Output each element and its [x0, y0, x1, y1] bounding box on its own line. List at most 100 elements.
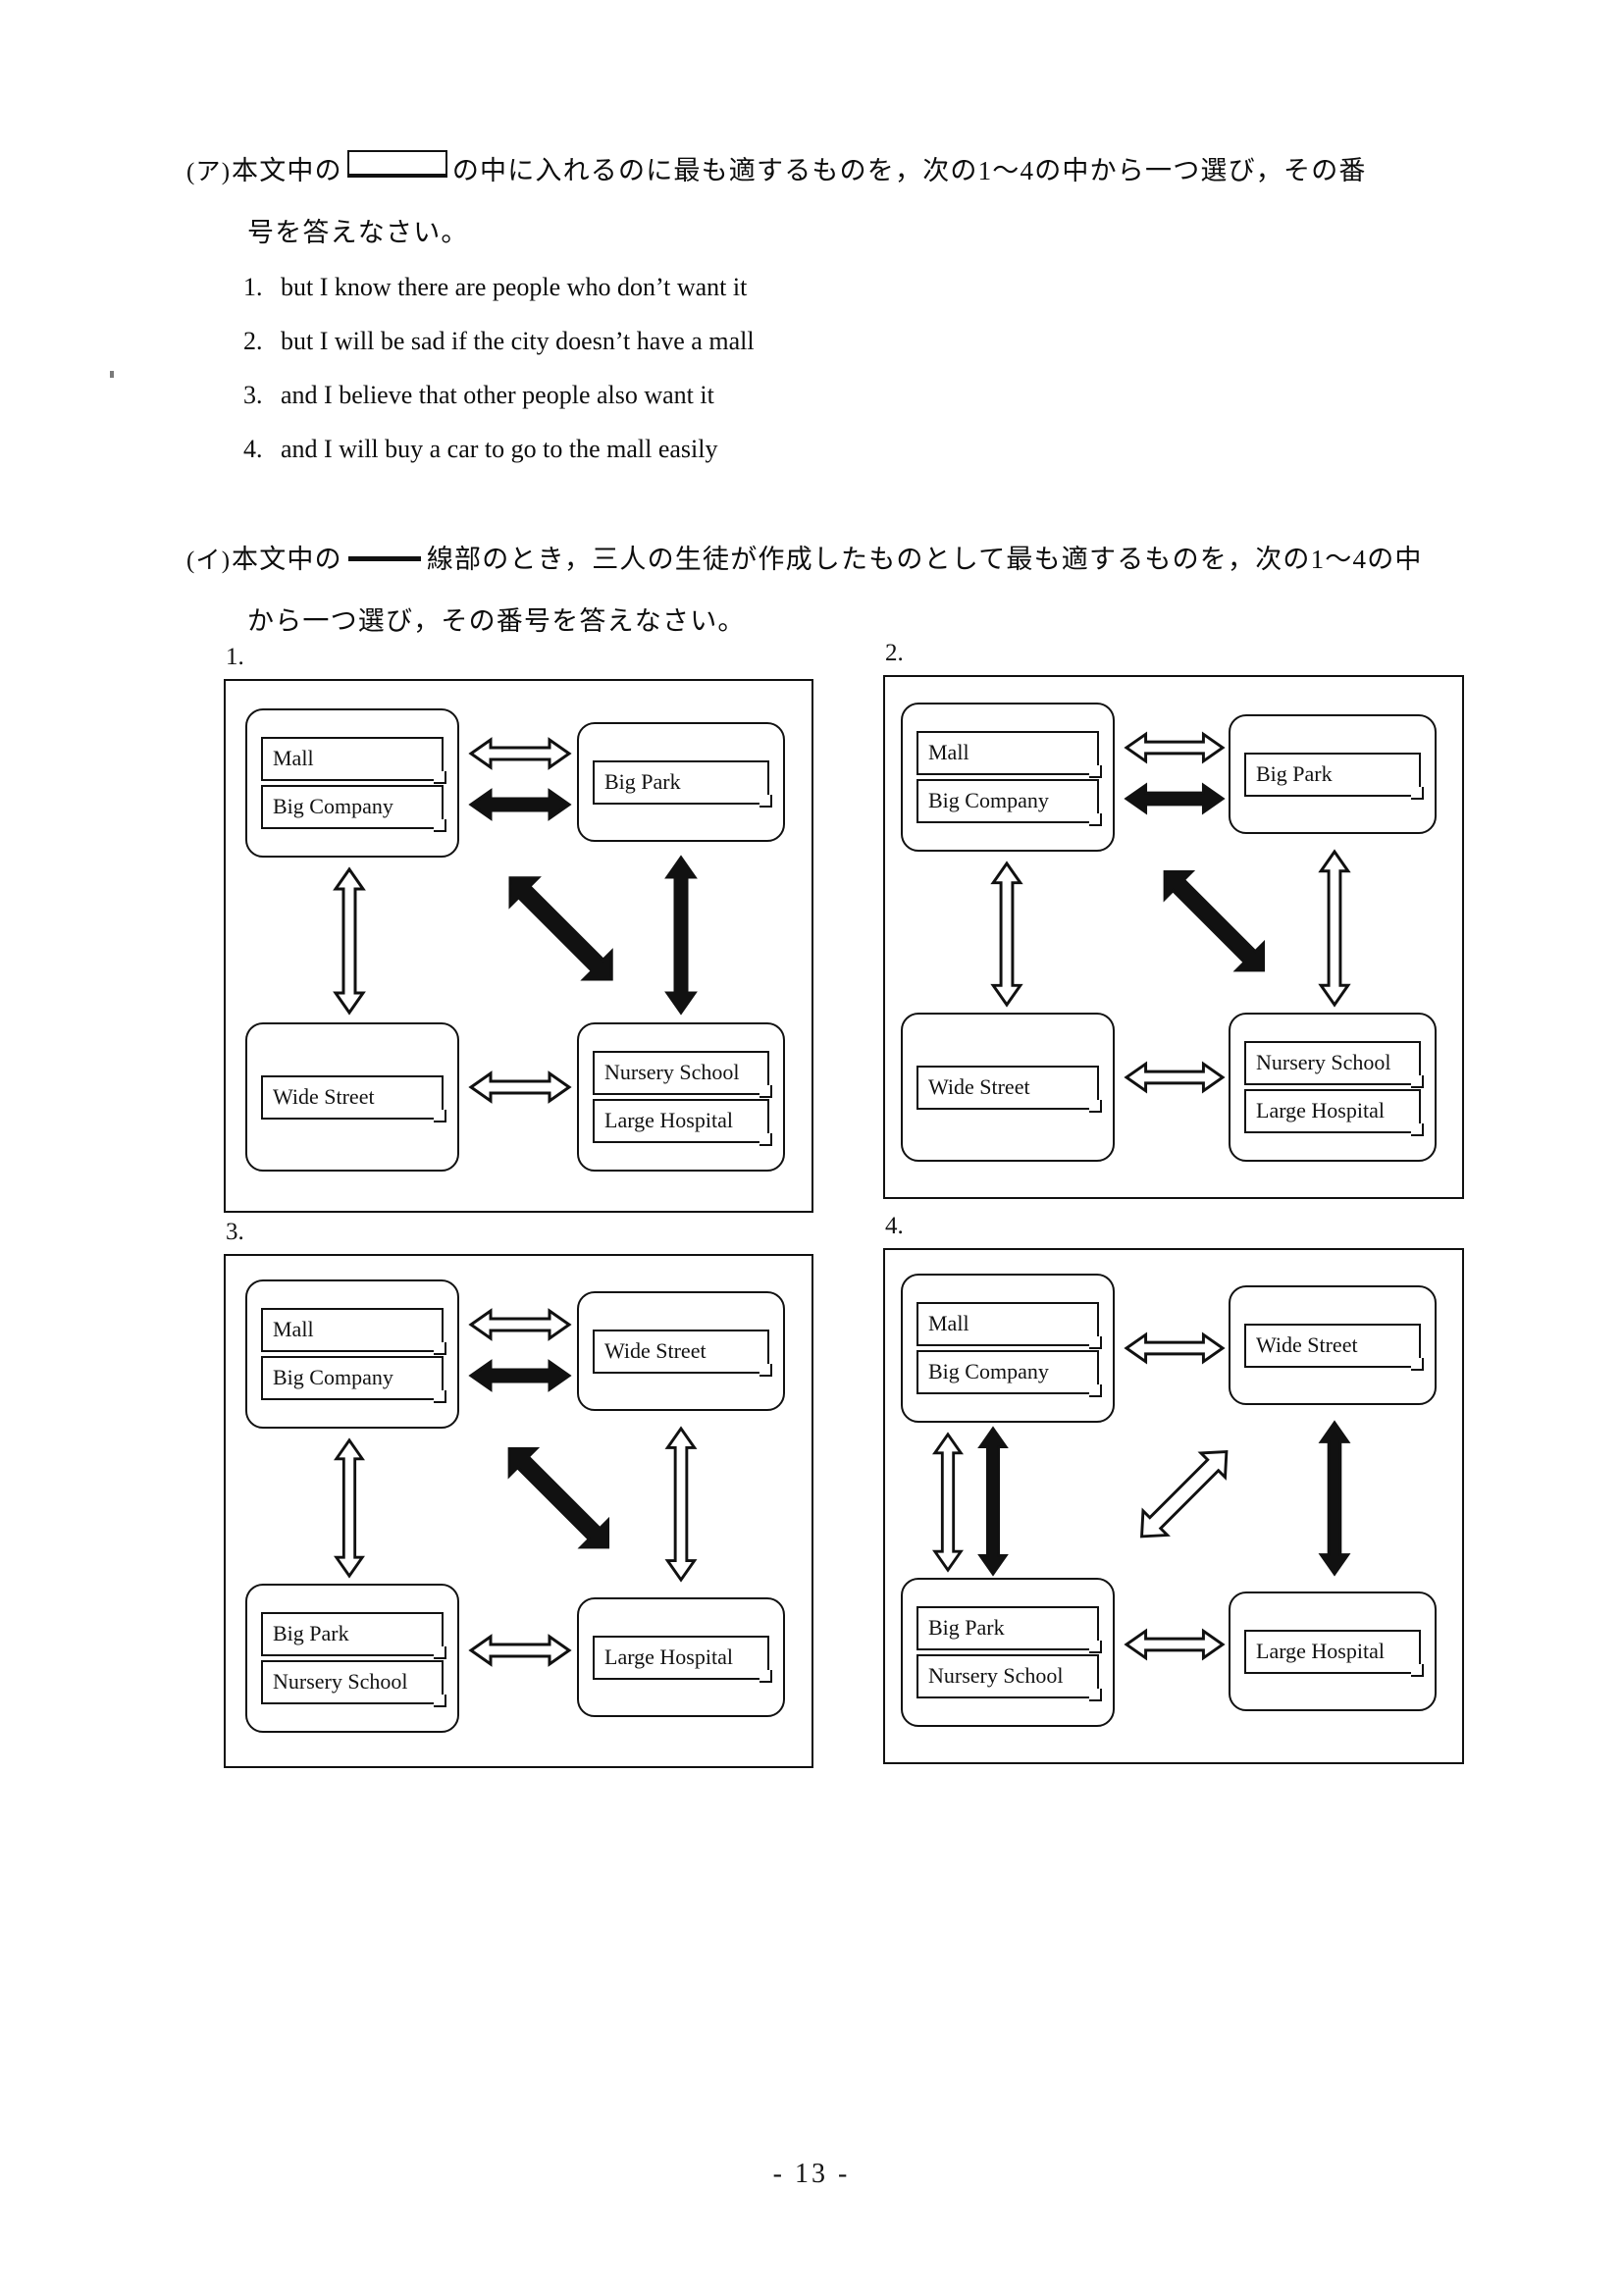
arrow-solid-vertical	[977, 1426, 1009, 1577]
arrow-hollow-horizontal	[1124, 1061, 1226, 1094]
node-bottom-right: Nursery School Large Hospital	[577, 1022, 785, 1172]
node-chip: Big Park	[916, 1606, 1099, 1650]
answer-blank-box	[346, 150, 447, 178]
question-b-line2: から一つ選び，その番号を答えなさい。	[247, 606, 746, 636]
diagram-label: 3.	[226, 1219, 244, 1245]
underline-mark-icon	[347, 556, 421, 561]
arrow-solid-diagonal	[477, 1436, 620, 1580]
question-a: (ア)本文中の の中に入れるのに最も適するものを，次の1～4の中から一つ選び，その…	[186, 149, 1367, 249]
node-bottom-right: Large Hospital	[577, 1597, 785, 1717]
node-chip: Large Hospital	[1244, 1089, 1421, 1133]
diagram-option-2[interactable]: 2. Mall Big Company Big Park Wide Street…	[883, 640, 1464, 1199]
node-top-right: Wide Street	[577, 1291, 785, 1411]
option-number: 1.	[243, 273, 263, 301]
arrow-solid-horizontal	[468, 1359, 572, 1392]
node-top-right: Wide Street	[1229, 1285, 1437, 1405]
arrow-hollow-horizontal	[1124, 731, 1226, 764]
node-top-right: Big Park	[1229, 714, 1437, 834]
arrow-hollow-vertical	[932, 1432, 964, 1573]
node-chip: Big Company	[261, 785, 444, 829]
arrow-hollow-vertical	[664, 1426, 698, 1583]
option-number: 3.	[243, 381, 263, 409]
arrow-hollow-vertical	[333, 866, 366, 1016]
arrow-solid-diagonal	[477, 865, 624, 1013]
node-chip: Large Hospital	[593, 1099, 769, 1143]
diagram-label: 2.	[885, 640, 904, 666]
node-chip: Large Hospital	[1244, 1629, 1421, 1674]
node-chip: Big Company	[916, 1350, 1099, 1394]
node-chip: Big Park	[1244, 752, 1421, 797]
arrow-hollow-horizontal	[1124, 1331, 1226, 1365]
node-chip: Mall	[916, 1302, 1099, 1346]
node-bottom-right: Large Hospital	[1229, 1592, 1437, 1711]
arrow-hollow-horizontal	[1124, 1628, 1226, 1661]
question-b-line1-after: 線部のとき，三人の生徒が作成したものとして最も適するものを，次の1～4の中	[426, 545, 1423, 574]
arrow-hollow-horizontal	[468, 1070, 572, 1104]
node-chip: Nursery School	[593, 1051, 769, 1095]
question-b: (イ)本文中の 線部のとき，三人の生徒が作成したものとして最も適するものを，次の1…	[186, 538, 1423, 638]
arrow-hollow-horizontal	[468, 1308, 572, 1341]
arrow-solid-vertical	[664, 855, 698, 1016]
option-text: but I will be sad if the city doesn’t ha…	[281, 327, 755, 355]
arrow-hollow-vertical	[1318, 849, 1351, 1008]
diagram-option-1[interactable]: 1. Mall Big Company Big Park Wide Street…	[224, 644, 813, 1213]
diagram-label: 1.	[226, 644, 244, 670]
arrow-hollow-vertical	[990, 861, 1023, 1008]
question-a-line2: 号を答えなさい。	[247, 218, 469, 247]
node-top-right: Big Park	[577, 722, 785, 842]
arrow-solid-horizontal	[468, 788, 572, 821]
node-chip: Big Company	[916, 779, 1099, 823]
node-chip: Large Hospital	[593, 1635, 769, 1680]
node-chip: Mall	[916, 731, 1099, 775]
question-a-line1-before: 本文中の	[232, 156, 342, 185]
option-text: but I know there are people who don’t wa…	[281, 273, 748, 301]
node-top-left: Mall Big Company	[245, 1279, 459, 1429]
page-number: - 13 -	[772, 2159, 851, 2189]
option-item[interactable]: 1. but I know there are people who don’t …	[243, 260, 755, 314]
node-chip: Big Company	[261, 1356, 444, 1400]
node-bottom-left: Big Park Nursery School	[901, 1578, 1115, 1727]
option-text: and I believe that other people also wan…	[281, 381, 714, 409]
question-a-line1: (ア)本文中の の中に入れるのに最も適するものを，次の1～4の中から一つ選び，その…	[186, 149, 1367, 187]
node-bottom-left: Big Park Nursery School	[245, 1584, 459, 1733]
node-chip: Mall	[261, 737, 444, 781]
node-chip: Big Park	[261, 1612, 444, 1656]
question-b-marker: (イ)	[186, 548, 232, 574]
node-chip: Nursery School	[916, 1654, 1099, 1698]
node-chip: Wide Street	[916, 1065, 1099, 1110]
option-number: 2.	[243, 327, 263, 355]
node-top-left: Mall Big Company	[901, 1274, 1115, 1423]
question-a-options: 1. but I know there are people who don’t …	[243, 260, 755, 476]
arrow-hollow-vertical	[334, 1437, 365, 1579]
question-b-line1: (イ)本文中の 線部のとき，三人の生徒が作成したものとして最も適するものを，次の1…	[186, 538, 1423, 576]
option-number: 4.	[243, 435, 263, 463]
arrow-solid-horizontal	[1124, 782, 1226, 815]
option-item[interactable]: 2. but I will be sad if the city doesn’t …	[243, 314, 755, 368]
diagram-label: 4.	[885, 1213, 904, 1239]
node-top-left: Mall Big Company	[901, 703, 1115, 852]
node-bottom-left: Wide Street	[245, 1022, 459, 1172]
node-bottom-right: Nursery School Large Hospital	[1229, 1013, 1437, 1162]
node-chip: Nursery School	[261, 1660, 444, 1704]
node-top-left: Mall Big Company	[245, 708, 459, 858]
option-item[interactable]: 4. and I will buy a car to go to the mall…	[243, 422, 755, 476]
node-chip: Wide Street	[593, 1329, 769, 1374]
scan-speck	[110, 371, 114, 378]
arrow-hollow-horizontal	[468, 737, 572, 770]
arrow-hollow-horizontal	[468, 1634, 572, 1667]
arrow-solid-vertical	[1318, 1420, 1351, 1577]
arrow-solid-diagonal	[1132, 860, 1276, 1003]
node-chip: Nursery School	[1244, 1041, 1421, 1085]
question-a-line1-after: の中に入れるのに最も適するものを，次の1～4の中から一つ選び，その番	[451, 156, 1367, 185]
node-chip: Mall	[261, 1308, 444, 1352]
diagram-option-3[interactable]: 3. Mall Big Company Wide Street Big Park…	[224, 1219, 813, 1768]
question-b-line1-before: 本文中の	[232, 545, 342, 574]
diagram-option-4[interactable]: 4. Mall Big Company Wide Street Big Park…	[883, 1213, 1464, 1764]
option-item[interactable]: 3. and I believe that other people also w…	[243, 368, 755, 422]
node-chip: Wide Street	[1244, 1323, 1421, 1368]
node-bottom-left: Wide Street	[901, 1013, 1115, 1162]
option-text: and I will buy a car to go to the mall e…	[281, 435, 718, 463]
question-a-marker: (ア)	[186, 159, 232, 185]
node-chip: Wide Street	[261, 1074, 444, 1120]
